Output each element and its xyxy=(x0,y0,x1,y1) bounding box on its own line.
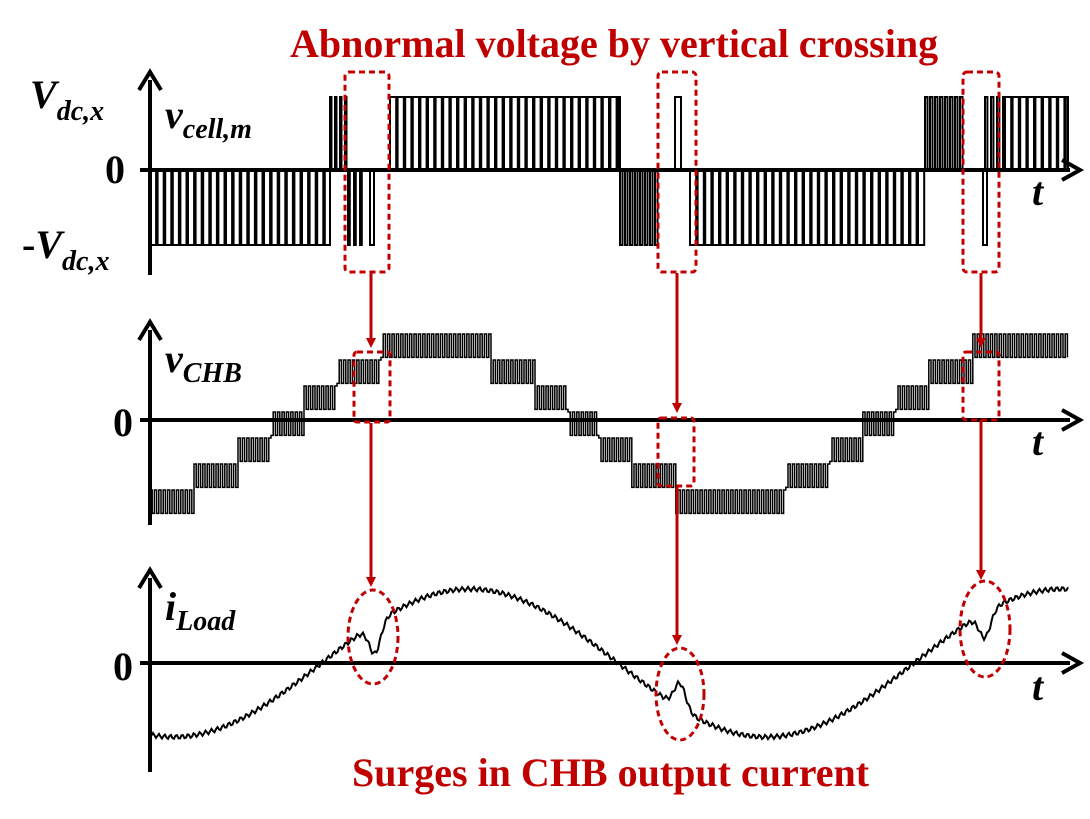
highlight-ellipse-load-3 xyxy=(958,579,1012,679)
load-time-label: t xyxy=(1032,664,1045,709)
cell-top-level-label: Vdc,x xyxy=(30,72,104,127)
highlight-box-chb-3 xyxy=(961,350,1001,422)
crossing-arrows xyxy=(366,273,986,645)
panel-load-current: 0 iLoad t xyxy=(113,566,1085,772)
load-time-axis-arrow xyxy=(1061,651,1085,675)
cell-bottom-level-label: -Vdc,x xyxy=(22,222,109,277)
highlight-box-cell-3 xyxy=(961,70,1001,274)
cell-zero-label: 0 xyxy=(105,147,125,192)
highlight-box-cell-2 xyxy=(656,70,698,274)
chb-y-axis-arrow xyxy=(137,318,163,342)
cell-y-axis-arrow xyxy=(137,68,163,92)
cell-signal-label: vcell,m xyxy=(165,92,252,145)
annotation-current-surges: Surges in CHB output current xyxy=(352,750,870,795)
highlight-ellipse-load-1 xyxy=(346,588,400,686)
load-signal-label: iLoad xyxy=(165,584,236,637)
load-zero-label: 0 xyxy=(113,644,133,689)
annotation-abnormal-voltage: Abnormal voltage by vertical crossing xyxy=(290,21,938,66)
panel-chb-voltage: 0 vCHB t xyxy=(113,318,1085,525)
chb-time-label: t xyxy=(1032,419,1045,464)
highlight-box-chb-2 xyxy=(656,416,696,488)
load-y-axis-arrow xyxy=(137,566,163,590)
panel-cell-voltage: Vdc,x 0 -Vdc,x vcell,m t xyxy=(22,68,1085,277)
crossing-highlights xyxy=(343,70,1012,742)
highlight-ellipse-load-2 xyxy=(654,646,706,742)
chb-voltage-waveform xyxy=(150,333,1069,515)
chb-signal-label: vCHB xyxy=(165,336,242,389)
load-current-waveform xyxy=(149,584,1069,741)
highlight-box-chb-1 xyxy=(352,350,392,424)
cell-voltage-waveform xyxy=(149,96,1069,246)
cell-time-label: t xyxy=(1032,169,1045,214)
chb-zero-label: 0 xyxy=(113,400,133,445)
chb-time-axis-arrow xyxy=(1061,408,1085,432)
